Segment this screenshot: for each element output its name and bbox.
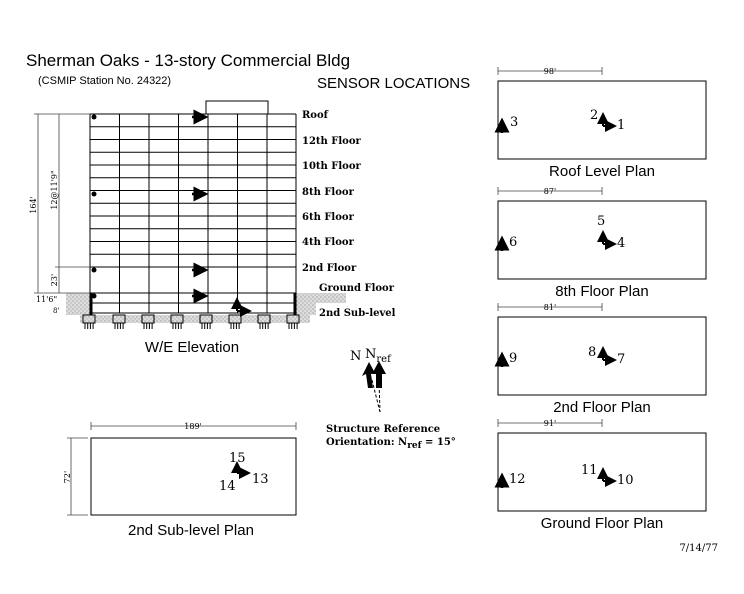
sensor-dot-icon <box>91 191 97 197</box>
plan-dimension: 98' <box>544 67 556 76</box>
plan-dimension: 87' <box>544 187 556 196</box>
dim-sublevel-2: 8' <box>53 307 59 315</box>
sensor-number: 4 <box>617 236 625 251</box>
plan-label: 2nd Floor Plan <box>553 399 651 416</box>
floor-label-8th: 8th Floor <box>302 187 355 198</box>
sensor-13: 13 <box>252 472 269 487</box>
sensor-number: 11 <box>581 463 598 478</box>
dim-typical-story: 12@11'9" <box>50 170 59 209</box>
north-arrow <box>362 361 386 413</box>
plan-second: 81' 2nd Floor Plan 7 8 9 <box>494 303 707 416</box>
plan-ground: 91' Ground Floor Plan 10 11 12 <box>494 419 707 532</box>
plan-eighth: 87' 8th Floor Plan 45 6 <box>494 187 707 300</box>
plan-label: Ground Floor Plan <box>541 515 664 532</box>
orientation-caption-2: Orientation: Nref = 15° <box>326 437 456 451</box>
sensor-dot-icon <box>91 267 97 273</box>
sublevel-width-dim: 72' <box>63 471 72 483</box>
plan-label: Roof Level Plan <box>549 163 655 180</box>
sensor-number: 2 <box>590 108 598 123</box>
sensor-14: 14 <box>219 479 236 494</box>
sensor-number: 5 <box>597 214 605 229</box>
elevation-label: W/E Elevation <box>145 339 239 356</box>
dim-first-story: 23' <box>50 274 59 286</box>
sensor-number: 8 <box>588 345 596 360</box>
floor-label-roof: Roof <box>302 110 329 121</box>
floor-label-4th: 4th Floor <box>302 237 355 248</box>
sensor-15: 15 <box>229 451 246 466</box>
nref-label: Nref <box>365 347 392 365</box>
sensor-number: 9 <box>509 351 517 366</box>
reference-north-arrow-icon <box>372 361 386 388</box>
elevation-dimensions: 164' 12@11'9" 23' 11'6" 8' <box>29 113 90 315</box>
dim-sublevel-1: 11'6" <box>36 295 57 304</box>
floor-label-ground: Ground Floor <box>319 283 395 294</box>
floor-label-10th: 10th Floor <box>302 161 362 172</box>
sensor-number: 3 <box>510 115 518 130</box>
dim-total-height: 164' <box>29 196 38 213</box>
sublevel-plan: 189' 72' 15 13 14 <box>63 422 297 516</box>
sensor-locations-heading: SENSOR LOCATIONS <box>317 75 470 92</box>
sensor-number: 12 <box>509 472 526 487</box>
sublevel-plan-label: 2nd Sub-level Plan <box>128 522 254 539</box>
true-north-arrow-icon <box>362 362 375 388</box>
plan-dimension: 81' <box>544 303 556 312</box>
sensor-number: 7 <box>617 352 625 367</box>
orientation-caption-1: Structure Reference <box>326 424 440 435</box>
plan-label: 8th Floor Plan <box>555 283 648 300</box>
plan-roof: 98' Roof Level Plan 1 2 3 <box>494 67 707 180</box>
date-stamp: 7/14/77 <box>679 543 718 554</box>
page-title: Sherman Oaks - 13-story Commercial Bldg <box>26 51 350 70</box>
floor-label-sublevel: 2nd Sub-level <box>319 308 396 319</box>
sublevel-length-dim: 189' <box>184 422 201 431</box>
station-number: (CSMIP Station No. 24322) <box>38 75 171 87</box>
north-label: N <box>350 349 361 364</box>
sensor-number: 1 <box>617 118 625 133</box>
floor-label-6th: 6th Floor <box>302 212 355 223</box>
elevation-drawing <box>66 100 346 329</box>
sensor-dot-icon <box>91 293 97 299</box>
floor-label-12th: 12th Floor <box>302 136 362 147</box>
plan-dimension: 91' <box>544 419 556 428</box>
sensor-number: 10 <box>617 473 634 488</box>
sensor-dot-icon <box>91 114 97 120</box>
floor-labels: Roof 12th Floor 10th Floor 8th Floor 6th… <box>302 110 396 319</box>
sensor-number: 6 <box>509 235 517 250</box>
floor-label-2nd: 2nd Floor <box>302 263 357 274</box>
